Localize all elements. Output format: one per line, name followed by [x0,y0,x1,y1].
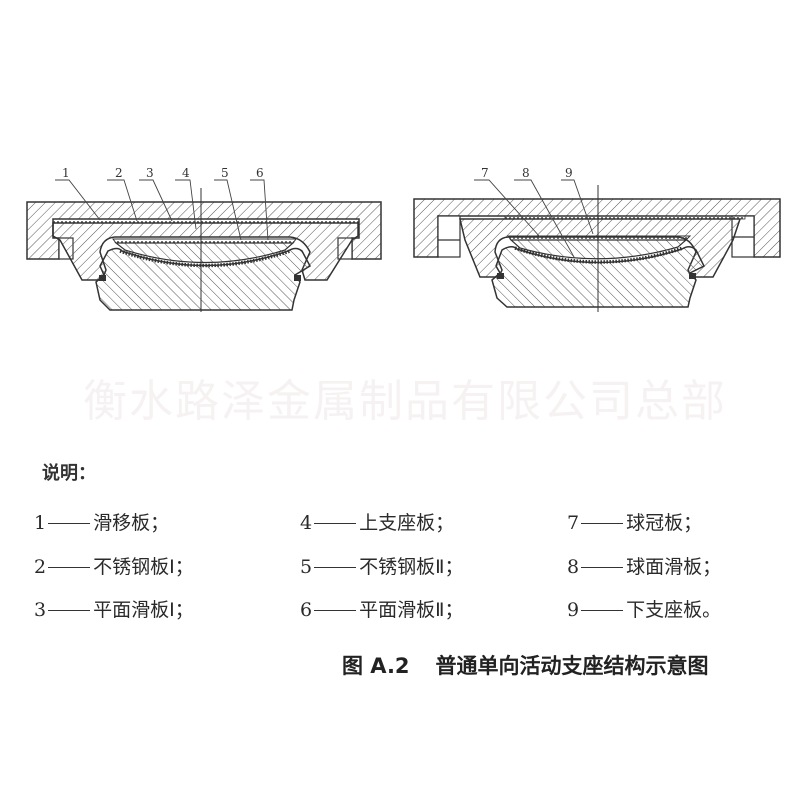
callout-7: 7 [481,166,489,180]
legend-text: 平面滑板Ⅰ； [93,599,194,621]
callout-1: 1 [62,166,70,180]
callout-2: 2 [115,166,123,180]
callout-leaders [55,179,269,241]
legend-item-4: 4 上支座板； [300,508,454,535]
legend-number: 5 [300,556,313,578]
legend-text: 球冠板； [626,512,703,534]
legend-item-1: 1 滑移板； [34,508,169,535]
legend-number: 8 [567,556,580,578]
legend-number: 7 [567,512,580,534]
legend-item-6: 6 平面滑板Ⅱ； [300,595,463,622]
legend-number: 3 [34,599,47,621]
legend-text: 滑移板； [93,512,170,534]
legend-item-9: 9 下支座板。 [567,595,721,622]
callout-3: 3 [146,166,154,180]
legend-text: 上支座板； [359,512,455,534]
legend-number: 2 [34,556,47,578]
legend-dash [314,522,357,524]
callout-4: 4 [182,166,190,180]
legend-number: 6 [300,599,313,621]
legend-item-8: 8 球面滑板； [567,552,721,579]
legend-dash [581,609,624,611]
legend-number: 9 [567,599,580,621]
legend-item-2: 2 不锈钢板Ⅰ； [34,552,194,579]
figure-number: 图 A.2 [342,654,410,678]
figure-caption: 图 A.2 普通单向活动支座结构示意图 [342,650,709,680]
legend-dash [581,522,624,524]
legend-number: 4 [300,512,313,534]
legend-dash [314,566,357,568]
callout-9: 9 [565,166,573,180]
legend-dash [48,522,91,524]
callout-8: 8 [522,166,530,180]
legend-text: 不锈钢板Ⅰ； [93,556,194,578]
legend-text: 平面滑板Ⅱ； [359,599,464,621]
callout-6: 6 [256,166,264,180]
upper-bearing-plate [52,222,359,281]
legend-dash [48,566,91,568]
right-bearing-figure: 7 8 9 [413,166,781,312]
legend-dash [581,566,624,568]
legend-item-7: 7 球冠板； [567,508,702,535]
legend-text: 不锈钢板Ⅱ； [359,556,464,578]
legend-item-5: 5 不锈钢板Ⅱ； [300,552,463,579]
legend-dash [48,609,91,611]
lower-bearing-plate [95,247,311,311]
legend-title: 说明： [42,463,96,484]
legend-item-3: 3 平面滑板Ⅰ； [34,595,194,622]
figure-title: 普通单向活动支座结构示意图 [435,654,709,678]
bearing-structure-drawing: 1 2 3 4 5 6 7 8 9 [26,166,781,312]
legend-text: 球面滑板； [626,556,722,578]
watermark: 衡水路泽金属制品有限公司总部 [83,376,727,427]
callout-5: 5 [221,166,229,180]
legend-text: 下支座板。 [626,599,722,621]
legend-dash [314,609,357,611]
left-bearing-figure: 1 2 3 4 5 6 [26,166,382,312]
legend-number: 1 [34,512,47,534]
